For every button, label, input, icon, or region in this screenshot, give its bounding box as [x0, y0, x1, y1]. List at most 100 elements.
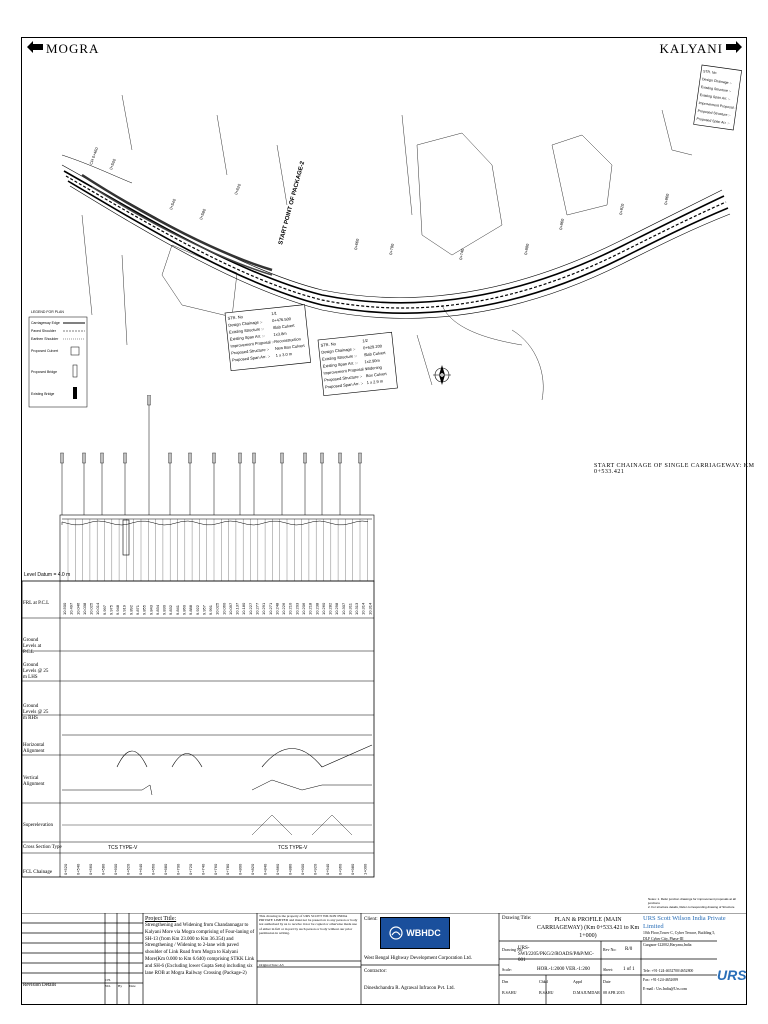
marker-tag [280, 452, 284, 464]
svg-text:LEGEND FOR PLAN: LEGEND FOR PLAN [31, 310, 64, 314]
rev-no-value: R/0 [625, 947, 633, 952]
row-label-chainage: FCL Chainage [23, 870, 53, 875]
marker-tag [252, 452, 256, 464]
frl-value: 9.922 [195, 604, 200, 615]
drn-value: B.SAHU [502, 990, 517, 995]
row-label-gl-pcl: Ground Levels at P.C.L [23, 638, 42, 655]
drawing-no-label: Drawing No: [502, 947, 523, 952]
marker-tag [303, 452, 307, 464]
frl-value: 10.298 [334, 602, 339, 615]
frl-value: 9.855 [142, 604, 147, 615]
marker-tag [358, 452, 362, 464]
svg-text:1x2.90m: 1x2.90m [364, 358, 380, 365]
legend-box: LEGEND FOR PLAN Carriageway Edge Paved S… [28, 310, 88, 408]
marker-tag [238, 452, 242, 464]
svg-text:Widening: Widening [365, 364, 382, 371]
svg-text:0+740: 0+740 [458, 247, 465, 260]
wbhdc-emblem-icon [389, 926, 403, 940]
svg-text:Improvement Proposal :-: Improvement Proposal :- [230, 339, 275, 349]
frl-value: 9.892 [128, 604, 133, 615]
frl-value: 10.226 [281, 602, 286, 615]
svg-text:Existing Span Arr. :-: Existing Span Arr. :- [229, 333, 265, 342]
svg-text:Slab Culvert: Slab Culvert [273, 323, 296, 330]
original-size: Original Size: A3 [259, 963, 284, 967]
frl-value: 10.038 [82, 602, 87, 615]
drn-label: Drn [502, 979, 509, 984]
chainage-value: 0+840 [263, 863, 268, 875]
svg-text:Improvement Proposal :-: Improvement Proposal :- [698, 101, 737, 110]
frl-value: 9.948 [115, 604, 120, 615]
frl-value: 9.841 [175, 604, 180, 615]
frl-value: 10.314 [361, 602, 366, 615]
project-title-label: Project Title: [145, 916, 177, 922]
frl-value: 10.311 [347, 602, 352, 615]
wbhdc-logo: WBHDC [380, 917, 450, 949]
frl-value: 10.260 [321, 602, 326, 615]
svg-text:1 x 3.0 m: 1 x 3.0 m [275, 351, 293, 358]
profile-row-lines [22, 617, 374, 854]
marker-tag [338, 452, 342, 464]
svg-text:1/2: 1/2 [362, 338, 369, 344]
marker-tag [123, 452, 127, 464]
frl-value: 9.830 [162, 604, 167, 615]
chainage-value: 0+600 [113, 863, 118, 875]
chainage-value: 0+740 [200, 863, 205, 875]
frl-value: 10.314 [367, 602, 372, 615]
contact-tele: Tele: +91-124-4652700/4652800 [643, 969, 694, 973]
chainage-value: 0+720 [188, 863, 193, 875]
frl-value: 10.060 [221, 602, 226, 615]
row-label-horizontal: Horizontal Alignment [23, 743, 45, 754]
svg-text:Existing Structure :-: Existing Structure :- [322, 353, 358, 362]
row-label-frl: FRL at P.C.L [23, 601, 50, 606]
row-label-superelevation: Superelevation [23, 823, 53, 828]
svg-text:Slab Culvert: Slab Culvert [364, 350, 387, 357]
frl-value: 10.097 [228, 602, 233, 615]
svg-text:Carriageway Edge: Carriageway Edge [31, 321, 60, 325]
svg-text:Existing Span Arr. :-: Existing Span Arr. :- [322, 360, 358, 369]
appd-value: D.MAJUMDAR [573, 990, 600, 995]
chainage-value: 0+860 [275, 863, 280, 875]
cross-section-type-1: TCS TYPE-V [108, 845, 138, 851]
chainage-value: 0+900 [300, 863, 305, 875]
address-line-1: 10th Floor,Tower C, Cyber Terrace, Build… [643, 931, 716, 935]
road-alignment [61, 154, 731, 319]
svg-text:0+500: 0+500 [108, 157, 117, 170]
structure-box-2: STR. No Design Chainage :- Existing Stru… [317, 331, 398, 397]
chainage-value: 0+680 [163, 863, 168, 875]
frl-value: 9.843 [148, 604, 153, 615]
svg-text:1x3.8m: 1x3.8m [273, 331, 287, 337]
chainage-value: 1+000 [363, 863, 368, 875]
frl-value: 9.871 [135, 604, 140, 615]
level-datum: Level Datum = 4.0 m [24, 572, 71, 578]
contractor-name: Dineshchandra R. Agrawal Infracon Pvt. L… [364, 986, 455, 991]
scale-label: Scale: [502, 967, 512, 972]
address-line-2: DLF Cyber City, Phase-III [643, 937, 684, 941]
profile-vertical-markers [60, 395, 362, 556]
svg-text:STR. No: STR. No [227, 314, 244, 321]
svg-text:0+629.200: 0+629.200 [363, 343, 383, 350]
frl-value: 10.227 [248, 602, 253, 615]
sheet-label: Sheet: [603, 967, 613, 972]
chkd-value: B.SAHU [539, 990, 554, 995]
mogra-direction: MOGRA [27, 41, 99, 57]
project-title: Strengthening and Widening from Chandann… [145, 923, 255, 976]
svg-text:0+700: 0+700 [388, 242, 395, 255]
chainage-value: 0+880 [288, 863, 293, 875]
chainage-value: 0+540 [75, 863, 80, 875]
start-chainage-note: START CHAINAGE OF SINGLE CARRIAGEWAY: KM… [594, 463, 755, 475]
frl-value: 10.307 [341, 602, 346, 615]
rev-col-by: By [118, 984, 123, 988]
chainage-value: 0+980 [350, 863, 355, 875]
svg-text:Existing Span Arr. :-: Existing Span Arr. :- [700, 93, 732, 101]
contact-fax: Fax: +91-124-4652699 [643, 978, 679, 982]
frl-value: 10.282 [328, 602, 333, 615]
svg-text:Existing Bridge: Existing Bridge [31, 392, 54, 396]
row-label-gl-lhs: Ground Levels @ 25 m LHS [23, 663, 49, 680]
date-value: 08 APR 2015 [603, 990, 625, 995]
svg-text:New Box Culvert: New Box Culvert [275, 343, 306, 351]
marker-tag [100, 452, 104, 464]
frl-value: 10.203 [294, 602, 299, 615]
marker-tag [212, 452, 216, 464]
chkd-label: Chkd [539, 979, 548, 984]
svg-text:Proposed Span Arr. :-: Proposed Span Arr. :- [325, 380, 364, 389]
